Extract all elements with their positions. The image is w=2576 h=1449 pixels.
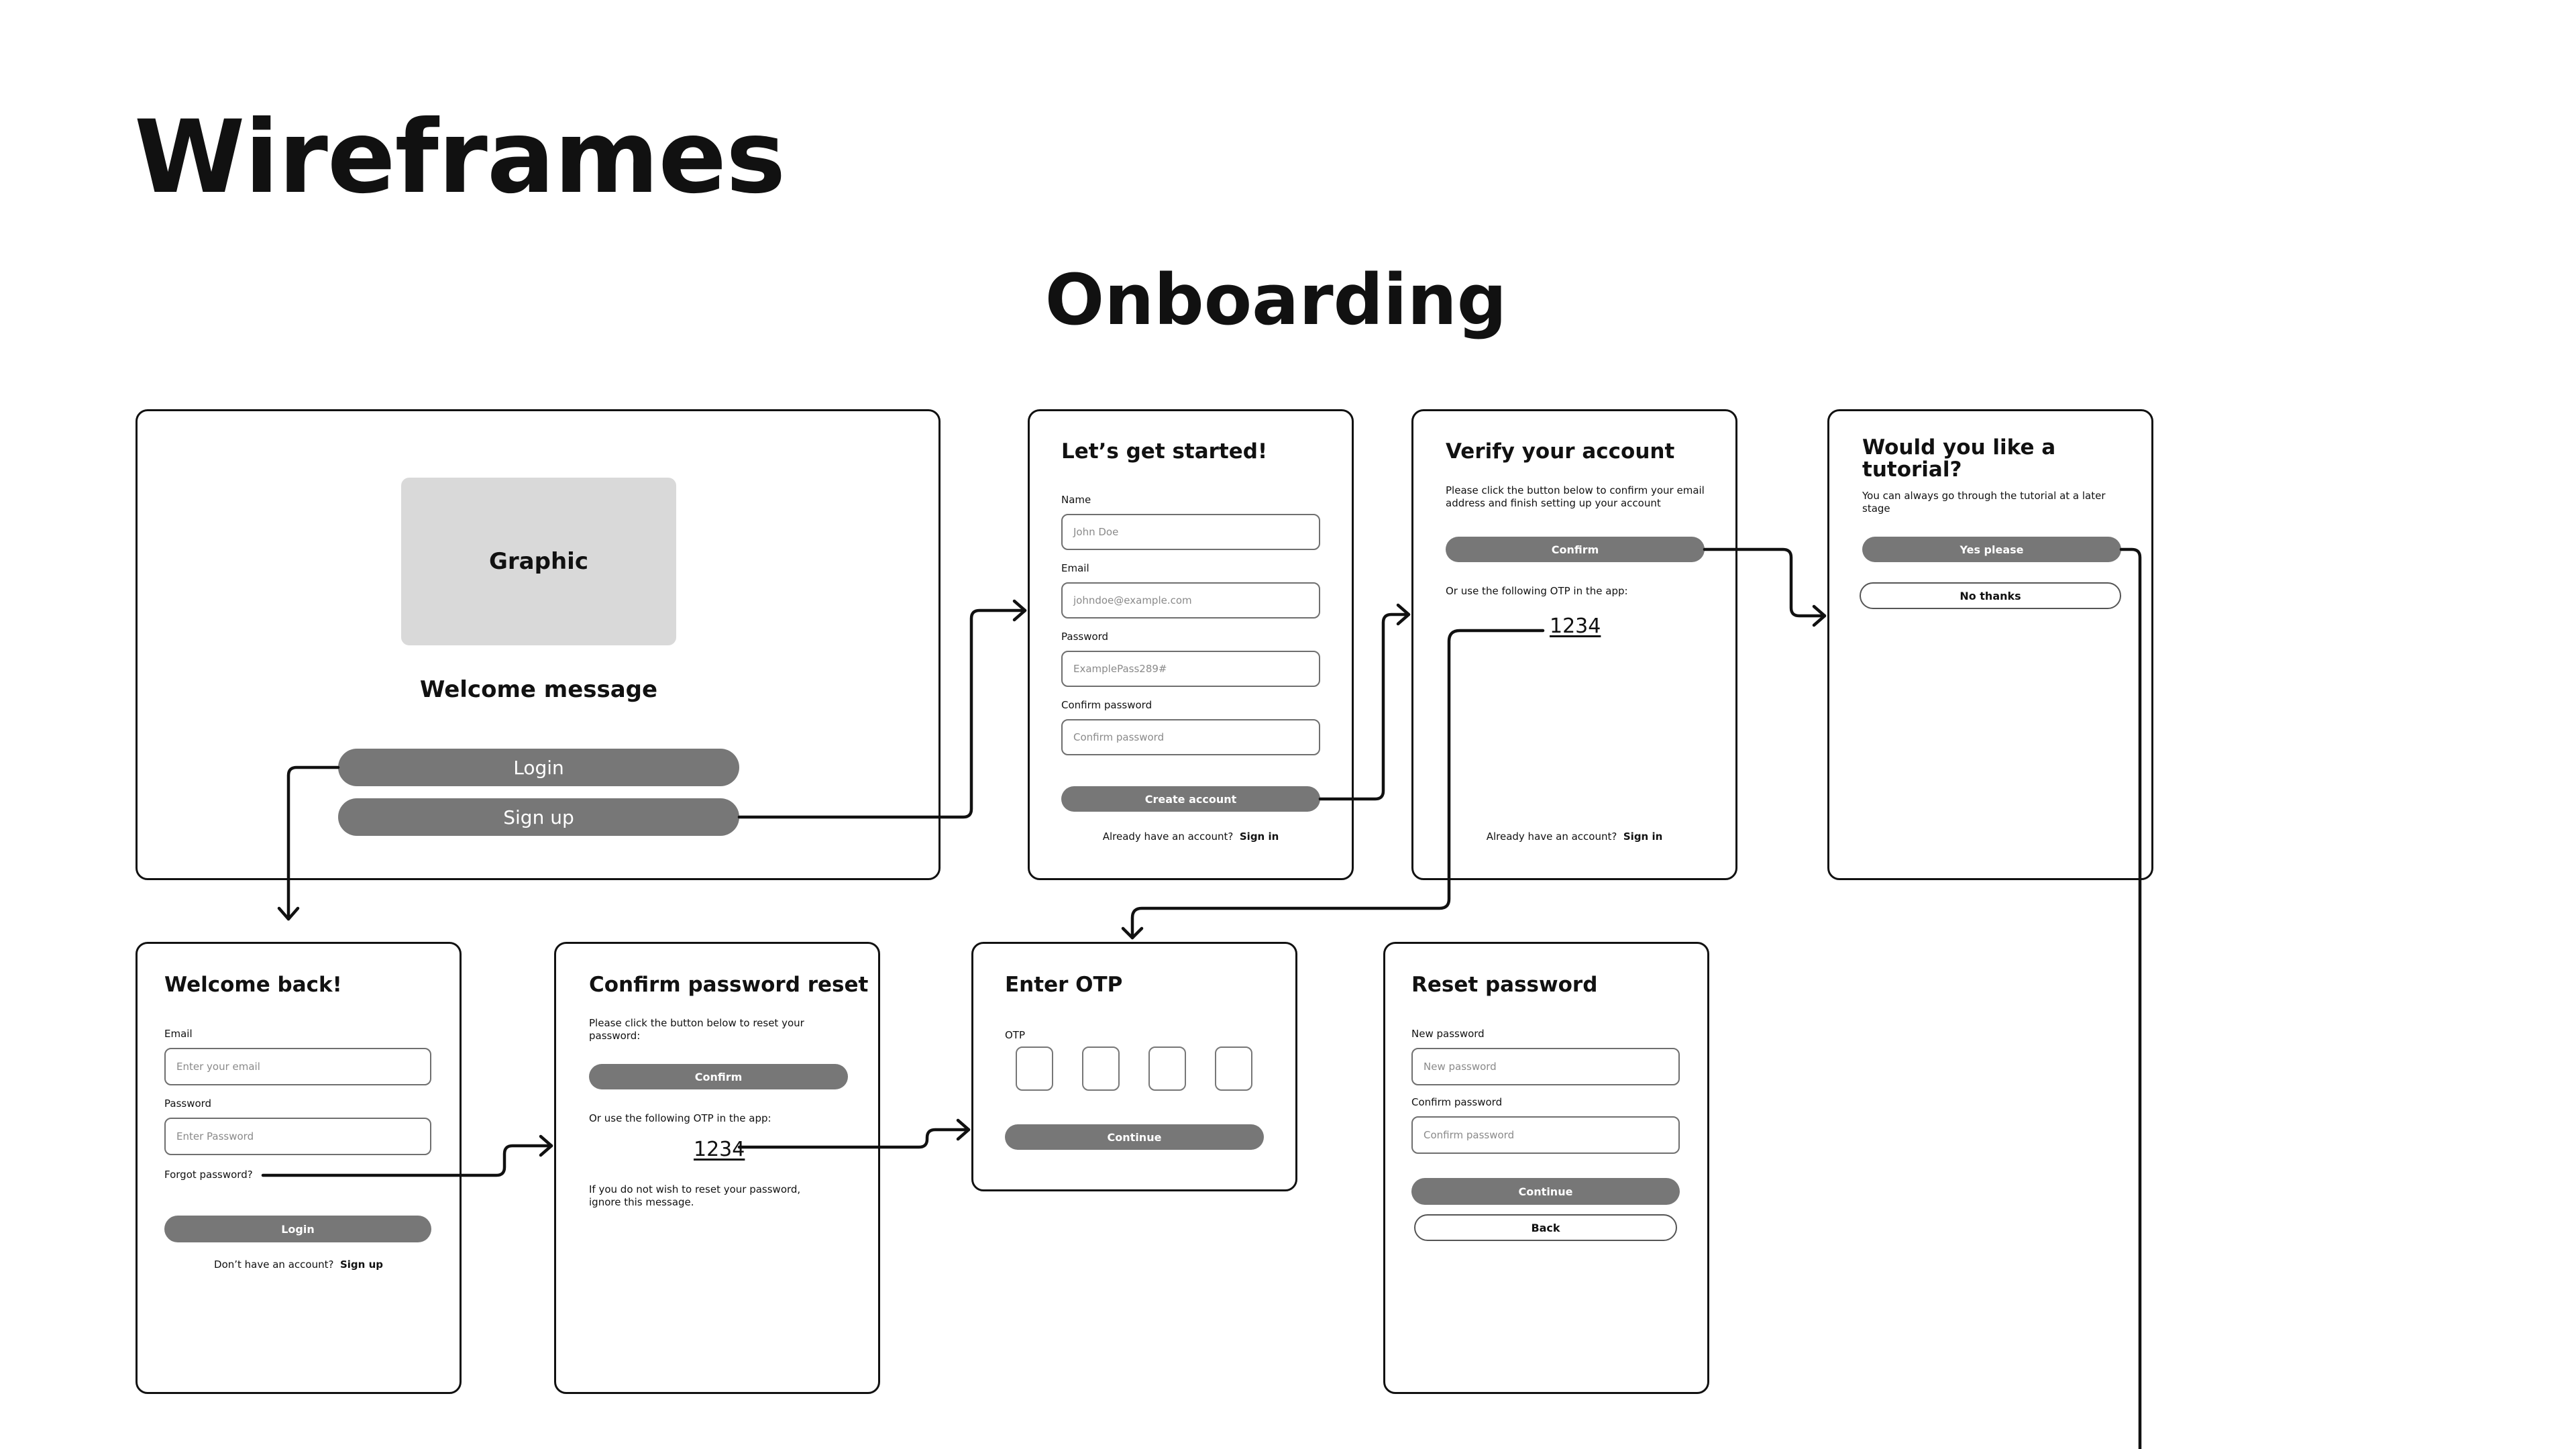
arrowhead-tutorial (1812, 604, 1827, 627)
arrowhead-get-started (1012, 599, 1027, 622)
sign-in-link[interactable]: Sign in (1623, 830, 1663, 843)
otp-digit-2[interactable] (1082, 1046, 1120, 1091)
reset-confirm-frame (554, 942, 880, 1394)
have-account-text: Already have an account? (1486, 830, 1617, 843)
new-password-label: New password (1411, 1028, 1485, 1040)
otp-label: OTP (1005, 1029, 1026, 1041)
yes-please-button[interactable]: Yes please (1862, 537, 2121, 562)
reset-otp-code: 1234 (694, 1138, 745, 1161)
arrowhead-verify (1396, 603, 1411, 626)
graphic-placeholder: Graphic (401, 478, 676, 645)
no-thanks-button[interactable]: No thanks (1860, 582, 2121, 609)
login-heading: Welcome back! (164, 973, 342, 997)
forgot-password-link[interactable]: Forgot password? (164, 1169, 253, 1181)
verify-signin-line: Already have an account? Sign in (1411, 830, 1737, 843)
reset-frame (1383, 942, 1709, 1394)
verify-otp-code: 1234 (1550, 614, 1601, 638)
reset-ignore-text: If you do not wish to reset your passwor… (589, 1183, 801, 1208)
otp-digit-3[interactable] (1148, 1046, 1186, 1091)
arrowhead-reset-confirm (539, 1134, 553, 1157)
verify-confirm-button[interactable]: Confirm (1446, 537, 1705, 562)
login-submit-button[interactable]: Login (164, 1216, 431, 1242)
no-account-text: Don’t have an account? (214, 1258, 334, 1271)
have-account-text: Already have an account? (1102, 830, 1234, 843)
verify-body: Please click the button below to confirm… (1446, 484, 1705, 509)
otp-digit-4[interactable] (1215, 1046, 1252, 1091)
sign-up-link[interactable]: Sign up (339, 1258, 383, 1271)
arrowhead-enter-otp (1121, 926, 1144, 940)
new-password-input[interactable]: New password (1411, 1048, 1680, 1085)
email-label: Email (1061, 562, 1089, 574)
email-input[interactable]: johndoe@example.com (1061, 582, 1320, 619)
page-title: Wireframes (134, 99, 786, 216)
name-input[interactable]: John Doe (1061, 514, 1320, 550)
verify-frame (1411, 409, 1737, 880)
verify-heading: Verify your account (1446, 439, 1675, 464)
signup-button[interactable]: Sign up (338, 798, 739, 836)
reset-confirm-heading: Confirm password reset (589, 973, 869, 997)
confirm-password-input[interactable]: Confirm password (1061, 719, 1320, 755)
signup-heading: Let’s get started! (1061, 439, 1268, 464)
reset-confirm-body: Please click the button below to reset y… (589, 1017, 804, 1042)
login-email-input[interactable]: Enter your email (164, 1048, 431, 1085)
password-input[interactable]: ExamplePass289# (1061, 651, 1320, 687)
reset-continue-button[interactable]: Continue (1411, 1178, 1680, 1205)
verify-otp-text: Or use the following OTP in the app: (1446, 585, 1628, 597)
section-title: Onboarding (1044, 259, 1507, 341)
arrowhead-otp-frame (956, 1118, 971, 1141)
login-email-label: Email (164, 1028, 193, 1040)
sign-in-link[interactable]: Sign in (1239, 830, 1279, 843)
welcome-message: Welcome message (419, 676, 658, 703)
otp-digit-1[interactable] (1016, 1046, 1053, 1091)
login-button[interactable]: Login (338, 749, 739, 786)
signin-line: Already have an account? Sign in (1028, 830, 1354, 843)
reset-confirm-password-input[interactable]: Confirm password (1411, 1116, 1680, 1154)
otp-continue-button[interactable]: Continue (1005, 1124, 1264, 1150)
back-button[interactable]: Back (1414, 1214, 1677, 1241)
reset-confirm-button[interactable]: Confirm (589, 1064, 848, 1089)
login-password-label: Password (164, 1097, 212, 1110)
arrowhead-welcome-back (277, 906, 300, 921)
tutorial-frame (1827, 409, 2153, 880)
signup-line: Don’t have an account? Sign up (136, 1258, 462, 1271)
password-label: Password (1061, 631, 1109, 643)
create-account-button[interactable]: Create account (1061, 786, 1320, 812)
reset-otp-text: Or use the following OTP in the app: (589, 1112, 771, 1124)
name-label: Name (1061, 494, 1091, 506)
otp-heading: Enter OTP (1005, 973, 1123, 997)
reset-heading: Reset password (1411, 973, 1598, 997)
confirm-password-label: Confirm password (1061, 699, 1152, 711)
tutorial-body: You can always go through the tutorial a… (1862, 490, 2106, 515)
login-password-input[interactable]: Enter Password (164, 1118, 431, 1155)
tutorial-heading: Would you like a tutorial? (1862, 435, 2056, 482)
login-frame (136, 942, 462, 1394)
reset-confirm-password-label: Confirm password (1411, 1096, 1503, 1108)
